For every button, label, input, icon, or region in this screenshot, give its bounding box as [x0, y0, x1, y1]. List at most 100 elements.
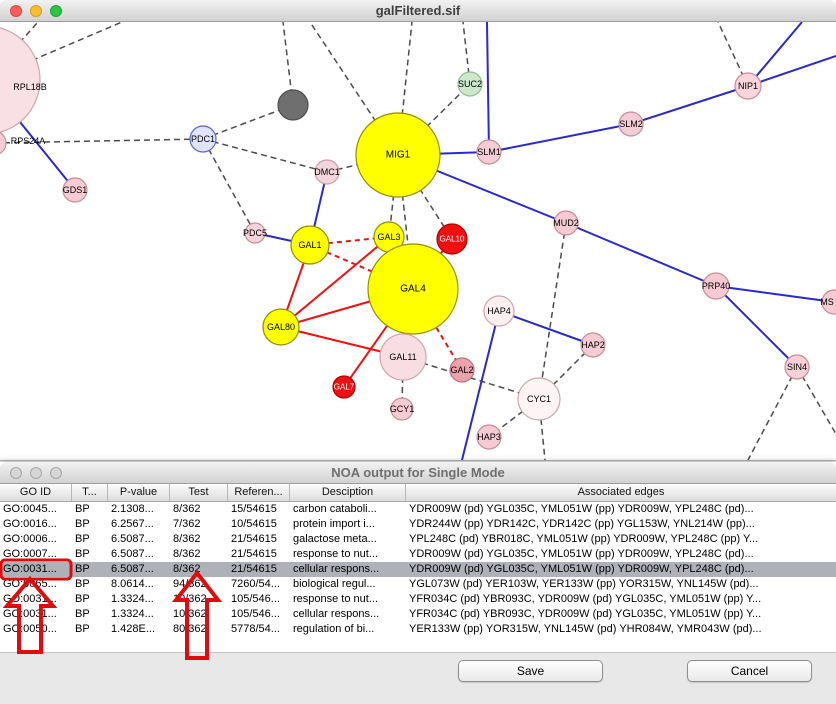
column-header-referen-[interactable]: Referen... [228, 484, 290, 501]
node-pdc5[interactable] [244, 222, 266, 244]
node-unlabeled[interactable] [277, 89, 309, 121]
node-gal1[interactable] [290, 225, 330, 265]
zoom-button[interactable] [50, 5, 62, 17]
network-edge-pd [796, 366, 836, 435]
node-gal80[interactable] [262, 308, 300, 346]
traffic-lights [10, 462, 62, 484]
table-cell: GO:0031... [3, 593, 57, 605]
node-gal4[interactable] [367, 243, 459, 335]
network-edge-pd [397, 83, 471, 156]
table-cell: 6.2567... [111, 518, 154, 530]
table-cell: YFR034C (pd) YBR093C, YDR009W (pd) YGL03… [409, 593, 762, 605]
network-edge-pp [715, 285, 835, 303]
node-slm2[interactable] [618, 111, 644, 137]
table-cell: 15/54615 [231, 503, 277, 515]
column-header-associated-edges[interactable]: Associated edges [577, 486, 665, 498]
noa-window-titlebar[interactable]: NOA output for Single Mode [0, 462, 836, 484]
table-cell: 21/54615 [231, 563, 277, 575]
node-ms[interactable] [821, 289, 836, 315]
close-button[interactable] [10, 5, 22, 17]
node-nip1[interactable] [734, 72, 762, 100]
table-cell: 105/546... [231, 608, 280, 620]
table-row[interactable]: GO:0031... BP 1.3324... 10/362 105/546... res… [0, 592, 836, 607]
network-edge-pp [498, 310, 594, 346]
node-cyc1[interactable] [517, 377, 561, 421]
network-edge-pd [397, 154, 453, 240]
table-cell: response to nut... [293, 593, 378, 605]
window-title: galFiltered.sif [375, 3, 461, 18]
table-cell: biological regul... [293, 578, 376, 590]
zoom-button[interactable] [50, 467, 62, 479]
node-sin4[interactable] [784, 354, 810, 380]
network-edge-pp [630, 85, 749, 125]
node-gal2[interactable] [449, 357, 475, 383]
network-edge-pd [202, 138, 256, 234]
node-gal11[interactable] [379, 333, 427, 381]
network-edge-redd [412, 288, 463, 371]
table-cell: BP [75, 593, 90, 605]
table-cell: 10/362 [173, 593, 207, 605]
table-cell: 8.0614... [111, 578, 154, 590]
table-cell: 80/362 [173, 623, 207, 635]
table-cell: 8/362 [173, 548, 201, 560]
column-header-go-id[interactable]: GO ID [0, 484, 72, 501]
table-cell: YDR009W (pd) YGL035C, YML051W (pp) YDR00… [409, 563, 754, 575]
node-dmc1[interactable] [314, 159, 340, 185]
node-pdc1[interactable] [189, 125, 217, 153]
node-gal7[interactable] [332, 375, 356, 399]
table-cell: GO:0016... [3, 518, 57, 530]
table-cell: YER133W (pp) YOR315W, YNL145W (pd) YHR08… [409, 623, 762, 635]
node-gds1[interactable] [62, 177, 88, 203]
node-mig1[interactable] [355, 112, 441, 198]
node-mud2[interactable] [553, 210, 579, 236]
table-cell: 1.3324... [111, 593, 154, 605]
column-header-t-[interactable]: T... [72, 484, 108, 501]
node-rps24a[interactable] [0, 131, 7, 155]
node-hap4[interactable] [483, 295, 515, 327]
table-cell: YDR244W (pp) YDR142C, YDR142C (pp) YGL15… [409, 518, 755, 530]
network-edge-pd [538, 222, 567, 400]
minimize-button[interactable] [30, 467, 42, 479]
node-hap3[interactable] [476, 424, 502, 450]
table-cell: cellular respons... [293, 563, 380, 575]
node-slm1[interactable] [476, 139, 502, 165]
table-cell: 105/546... [231, 593, 280, 605]
node-gcy1[interactable] [390, 397, 414, 421]
save-button[interactable]: Save [458, 660, 603, 682]
minimize-button[interactable] [30, 5, 42, 17]
table-cell: GO:0065... [3, 578, 57, 590]
close-button[interactable] [10, 467, 22, 479]
network-edge-pd [309, 22, 399, 156]
node-hap2[interactable] [580, 332, 606, 358]
table-cell: YDR009W (pd) YGL035C, YML051W (pp) YDR00… [409, 548, 754, 560]
network-edge-pd [747, 366, 798, 460]
window-title: NOA output for Single Mode [331, 465, 505, 480]
column-header-desciption[interactable]: Desciption [290, 484, 406, 501]
cancel-button[interactable]: Cancel [687, 660, 812, 682]
column-header-p-value[interactable]: P-value [108, 484, 170, 501]
column-header-test[interactable]: Test [170, 484, 228, 501]
table-cell: GO:0007... [3, 548, 57, 560]
table-cell: cellular respons... [293, 608, 380, 620]
table-cell: protein import i... [293, 518, 375, 530]
network-edge-red [280, 236, 390, 328]
node-suc2[interactable] [457, 71, 483, 97]
table-cell: 8/362 [173, 563, 201, 575]
table-cell: BP [75, 578, 90, 590]
traffic-lights [10, 0, 62, 22]
node-gal10[interactable] [436, 223, 468, 255]
node-prp40[interactable] [702, 272, 730, 300]
network-window-titlebar[interactable]: galFiltered.sif [0, 0, 836, 22]
node-rpl18b[interactable] [0, 26, 41, 134]
